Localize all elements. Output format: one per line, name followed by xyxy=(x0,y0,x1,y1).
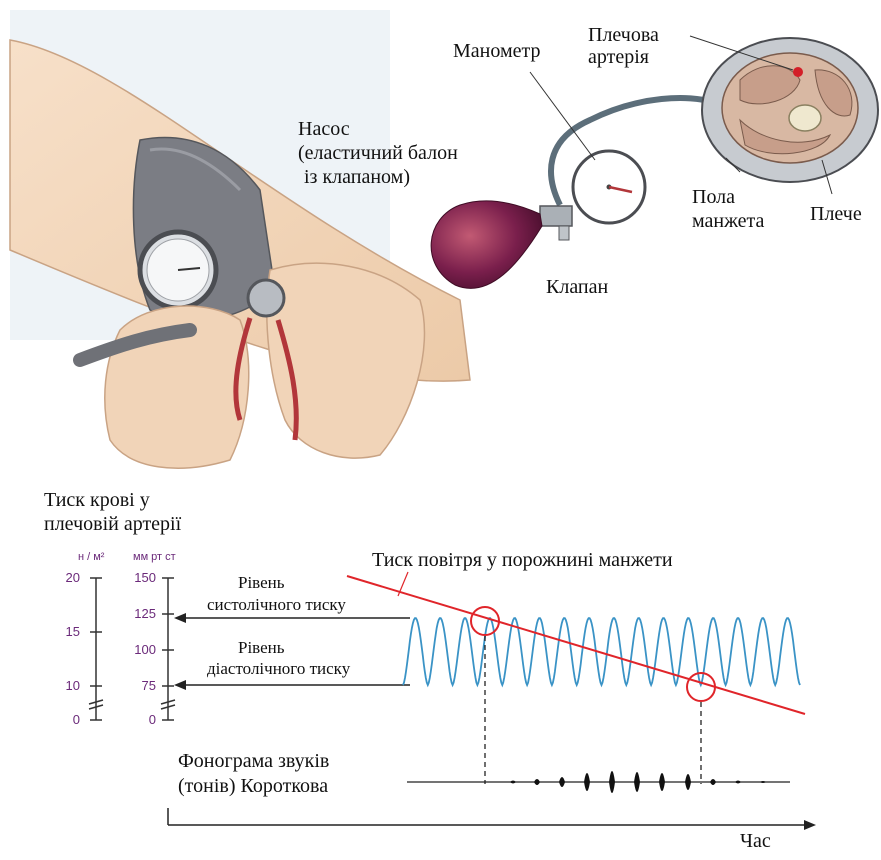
right-tick-150: 150 xyxy=(122,570,156,585)
left-tick-0: 0 xyxy=(46,712,80,727)
korotkoff-sound-9 xyxy=(710,779,716,785)
right-tick-0: 0 xyxy=(122,712,156,727)
valve-label: Клапан xyxy=(546,276,608,298)
valve-block xyxy=(540,206,572,226)
cuff-label-line2: манжета xyxy=(692,210,764,232)
unit-right: мм рт ст xyxy=(133,551,176,563)
valve-screw xyxy=(559,226,569,240)
korotkoff-sound-5 xyxy=(609,771,615,793)
diastolic-label-line2: діастолічного тиску xyxy=(207,659,350,678)
manometer-leader xyxy=(530,72,595,160)
manometer-assembly xyxy=(431,98,712,288)
bone xyxy=(789,105,821,131)
pulse-wave xyxy=(403,618,800,685)
korotkoff-sound-1 xyxy=(510,781,516,784)
artery-label-line1: Плечова xyxy=(588,24,659,46)
time-label: Час xyxy=(740,830,771,852)
korotkoff-sound-8 xyxy=(685,774,691,790)
diastolic-label-line1: Рівень xyxy=(238,638,285,657)
right-tick-100: 100 xyxy=(122,642,156,657)
korotkoff-sound-4 xyxy=(584,773,590,791)
korotkoff-sound-11 xyxy=(760,781,766,783)
pump-label-line1: Насос xyxy=(298,118,350,140)
systolic-label-line1: Рівень xyxy=(238,573,285,592)
korotkoff-sound-6 xyxy=(634,772,640,792)
korotkoff-sound-10 xyxy=(735,781,741,784)
manometer-label: Манометр xyxy=(453,40,541,62)
left-tick-15: 15 xyxy=(46,624,80,639)
arm-label: Плече xyxy=(810,203,862,225)
unit-left: н / м² xyxy=(78,551,104,563)
pump-label-line2: (еластичний балон xyxy=(298,142,458,164)
systolic-label-line2: систолічного тиску xyxy=(207,595,346,614)
left-tick-20: 20 xyxy=(46,570,80,585)
artery-dot xyxy=(793,67,803,77)
phonogram-label-line1: Фонограма звуків xyxy=(178,750,329,772)
graph-title-line2: плечовій артерії xyxy=(44,513,181,535)
artery-label-line2: артерія xyxy=(588,46,649,68)
gauge-small xyxy=(140,232,216,308)
cuff-pressure-line xyxy=(347,576,805,714)
cuff-label-line1: Пола xyxy=(692,186,735,208)
phonogram-label-line2: (тонів) Короткова xyxy=(178,775,328,797)
korotkoff-sound-2 xyxy=(534,779,540,785)
korotkoff-sound-3 xyxy=(559,777,565,787)
right-tick-125: 125 xyxy=(122,606,156,621)
graph-title-line1: Тиск крові у xyxy=(44,489,150,511)
pump-bulb xyxy=(431,201,542,289)
cuff-pressure-label: Тиск повітря у порожнині манжети xyxy=(372,549,673,571)
arm-cross-section xyxy=(690,36,878,182)
korotkoff-sound-7 xyxy=(659,773,665,791)
stethoscope-head xyxy=(248,280,284,316)
left-tick-10: 10 xyxy=(46,678,80,693)
pump-label-line3: із клапаном) xyxy=(304,166,410,188)
right-tick-75: 75 xyxy=(122,678,156,693)
